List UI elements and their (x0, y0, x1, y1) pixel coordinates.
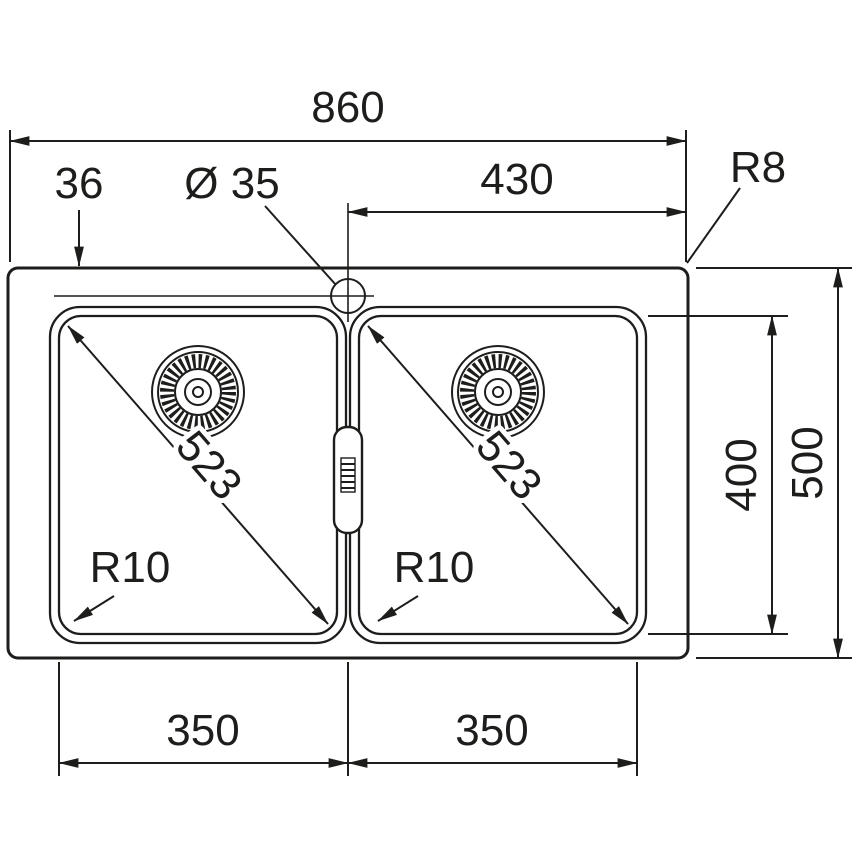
center-overflow-divider (332, 425, 364, 535)
dim-overall-width: 860 (9, 83, 687, 262)
label-tap-diameter: Ø 35 (184, 159, 337, 286)
label-left-bowl-radius: R10 (73, 543, 171, 622)
dim-label-overall-depth: 500 (783, 426, 832, 499)
dim-bowl-depth: 400 (648, 315, 788, 635)
dim-label-corner-radius-r8: R8 (730, 143, 786, 192)
dim-label-left-bowl-width: 350 (166, 706, 239, 755)
label-right-bowl-radius: R10 (377, 543, 475, 622)
left-drain-strainer-icon (152, 346, 244, 438)
label-corner-radius-r8: R8 (686, 143, 786, 264)
dim-tap-offset: 36 (55, 159, 104, 267)
dim-label-tap-diameter: Ø 35 (184, 159, 279, 208)
dim-left-bowl-width: 350 (58, 662, 349, 776)
dim-overall-depth: 500 (696, 267, 852, 659)
dim-label-half-width: 430 (480, 155, 553, 204)
dim-label-right-bowl-width: 350 (455, 706, 528, 755)
dim-label-left-bowl-radius: R10 (90, 543, 171, 592)
dim-label-bowl-depth: 400 (717, 438, 766, 511)
dim-label-overall-width: 860 (311, 83, 384, 132)
tap-hole (54, 203, 374, 322)
dim-label-right-bowl-radius: R10 (394, 543, 475, 592)
dim-right-bowl-width: 350 (347, 662, 638, 776)
dim-label-tap-offset: 36 (55, 159, 104, 208)
dim-half-width: 430 (347, 155, 687, 217)
right-drain-strainer-icon (452, 346, 544, 438)
